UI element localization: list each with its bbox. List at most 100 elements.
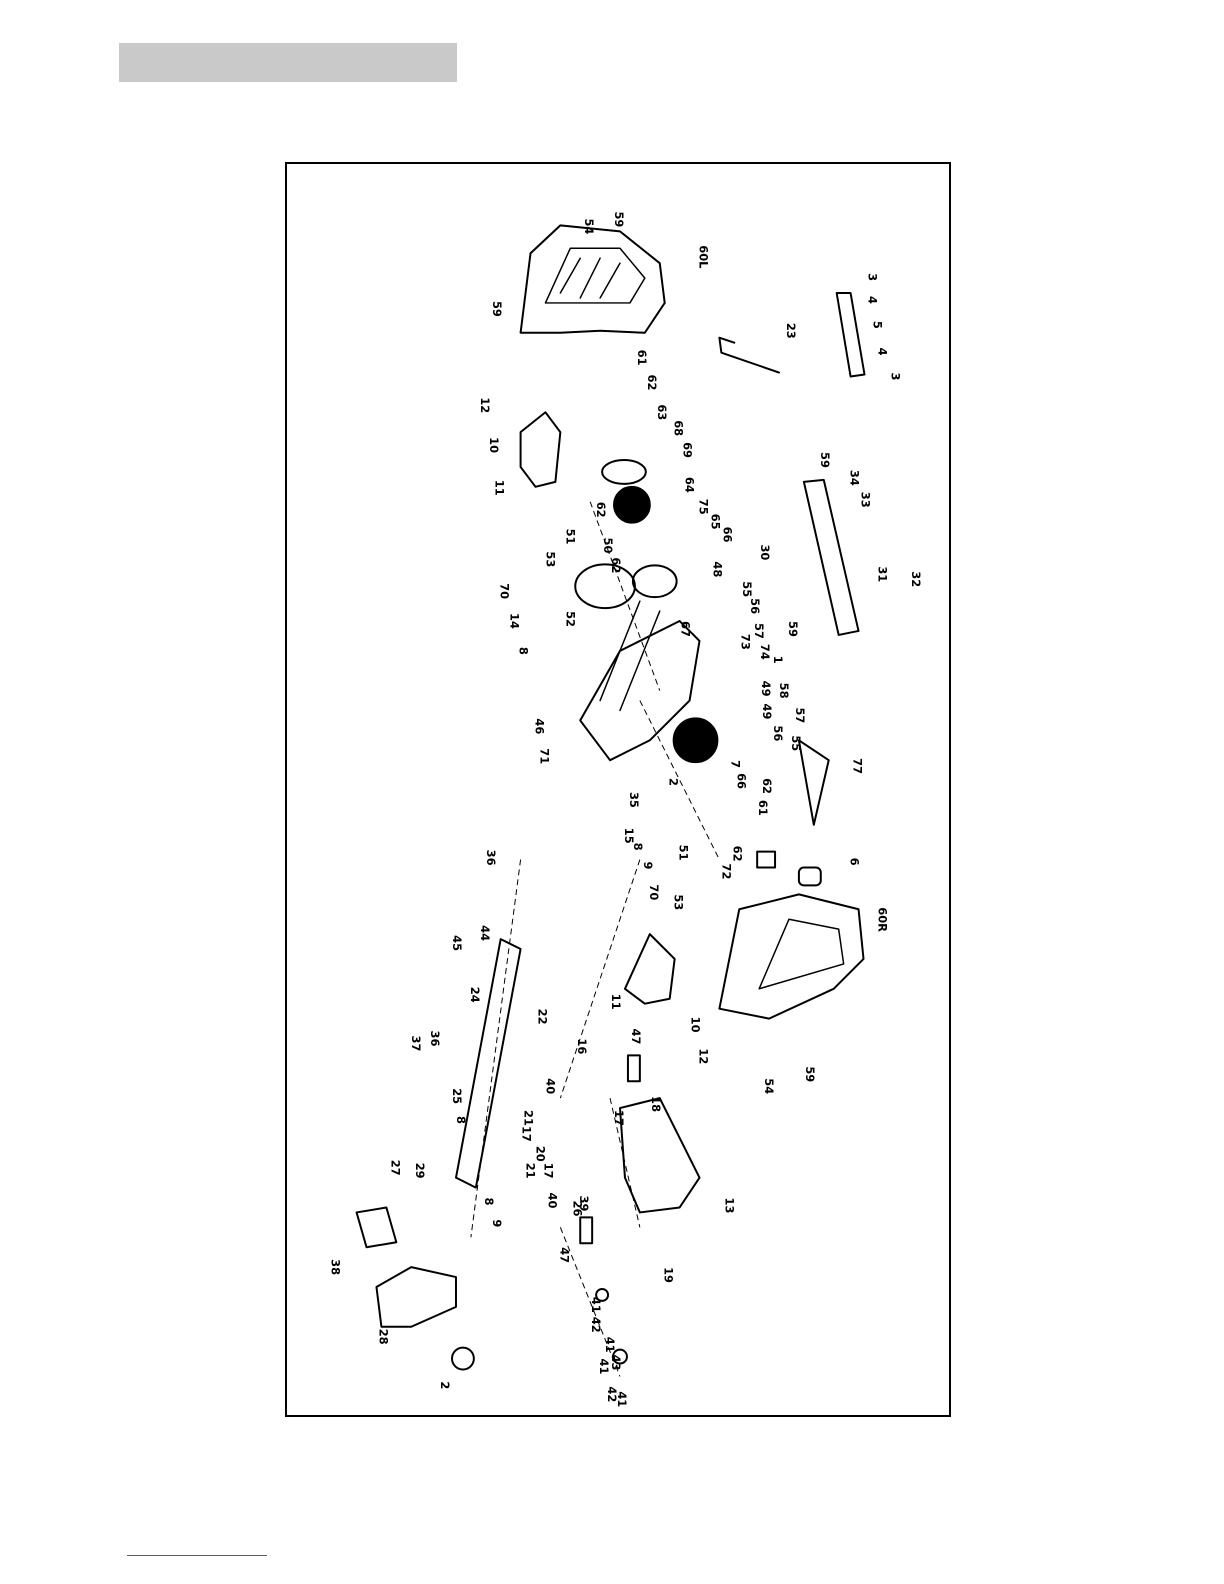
part-callout-43: 43	[609, 1355, 623, 1371]
handlebar-tube	[835, 292, 866, 378]
part-callout-30: 30	[758, 544, 772, 560]
part-callout-51: 51	[563, 529, 577, 545]
part-callout-67: 67	[679, 621, 693, 637]
pedal-11-upper	[519, 411, 562, 488]
wheel-48	[631, 564, 678, 599]
part-callout-26: 26	[570, 1201, 584, 1217]
part-callout-51: 51	[677, 845, 691, 861]
pedal-11-lower	[623, 933, 676, 1005]
part-callout-53: 53	[543, 551, 557, 567]
part-callout-12: 12	[478, 397, 492, 413]
part-callout-71: 71	[537, 748, 551, 764]
flywheel-64	[613, 485, 651, 524]
part-callout-14: 14	[508, 613, 522, 629]
part-callout-8: 8	[482, 1198, 496, 1206]
part-callout-38: 38	[329, 1259, 343, 1275]
left-cover-60l	[519, 224, 666, 334]
part-callout-17: 17	[520, 1126, 534, 1142]
pulley-69	[601, 458, 647, 485]
part-callout-70: 70	[498, 583, 512, 599]
part-callout-15: 15	[622, 828, 636, 844]
part-callout-2: 2	[667, 778, 681, 786]
part-callout-46: 46	[532, 718, 546, 734]
part-callout-25: 25	[450, 1088, 464, 1104]
part-callout-42: 42	[589, 1317, 603, 1333]
part-callout-34: 34	[848, 470, 862, 486]
part-callout-74: 74	[758, 644, 772, 660]
part-callout-24: 24	[468, 987, 482, 1003]
foot-38	[355, 1206, 398, 1249]
part-callout-11: 11	[493, 480, 507, 496]
seat-13	[618, 1097, 701, 1214]
part-callout-37: 37	[409, 1036, 423, 1052]
part-callout-16: 16	[575, 1038, 589, 1054]
part-callout-65: 65	[708, 514, 722, 530]
part-callout-27: 27	[388, 1160, 402, 1176]
part-callout-62: 62	[594, 502, 608, 518]
part-callout-33: 33	[859, 492, 873, 508]
part-callout-22: 22	[535, 1009, 549, 1025]
part-callout-11: 11	[609, 994, 623, 1010]
right-cover-60r	[718, 893, 865, 1020]
part-callout-59: 59	[803, 1066, 817, 1082]
part-callout-2: 2	[438, 1381, 452, 1389]
part-callout-21: 21	[522, 1110, 536, 1126]
part-callout-72: 72	[719, 864, 733, 880]
part-callout-59: 59	[612, 211, 626, 227]
part-callout-61: 61	[635, 350, 649, 366]
part-callout-13: 13	[722, 1198, 736, 1214]
part-callout-40: 40	[543, 1078, 557, 1094]
part-callout-8: 8	[454, 1116, 468, 1124]
header-bar	[119, 43, 457, 82]
part-callout-77: 77	[851, 758, 865, 774]
part-callout-9: 9	[641, 862, 655, 870]
part-callout-47: 47	[629, 1029, 643, 1045]
part-callout-54: 54	[582, 218, 596, 234]
part-callout-6: 6	[848, 858, 862, 866]
belt-wheel-52	[574, 563, 636, 610]
main-frame	[579, 620, 701, 762]
part-callout-28: 28	[376, 1329, 390, 1345]
part-callout-48: 48	[710, 561, 724, 577]
part-callout-36: 36	[428, 1031, 442, 1047]
part-callout-8: 8	[517, 647, 531, 655]
part-callout-44: 44	[478, 925, 492, 941]
part-callout-54: 54	[762, 1078, 776, 1094]
foot-cap-2	[451, 1346, 475, 1371]
part-callout-55: 55	[740, 581, 754, 597]
part-callout-41: 41	[603, 1337, 617, 1353]
rear-stabilizer-28	[375, 1266, 457, 1328]
part-callout-66: 66	[734, 773, 748, 789]
part-callout-59: 59	[490, 301, 504, 317]
seat-post-rod-23	[718, 336, 781, 374]
part-callout-17: 17	[612, 1110, 626, 1126]
part-callout-64: 64	[683, 477, 697, 493]
part-callout-3: 3	[865, 273, 879, 281]
part-callout-49: 49	[759, 681, 773, 697]
part-callout-62: 62	[730, 846, 744, 862]
part-callout-62: 62	[645, 375, 659, 391]
part-callout-3: 3	[888, 373, 902, 381]
part-callout-19: 19	[662, 1267, 676, 1283]
part-callout-42: 42	[605, 1386, 619, 1402]
part-callout-73: 73	[738, 634, 752, 650]
part-callout-60R: 60R	[875, 907, 889, 932]
part-callout-62: 62	[609, 557, 623, 573]
part-callout-17: 17	[541, 1163, 555, 1179]
part-callout-60L: 60L	[697, 245, 711, 268]
part-callout-63: 63	[655, 404, 669, 420]
part-callout-57: 57	[752, 623, 766, 639]
part-callout-57: 57	[793, 707, 807, 723]
part-callout-41: 41	[597, 1359, 611, 1375]
part-callout-18: 18	[649, 1096, 663, 1112]
part-callout-52: 52	[563, 611, 577, 627]
part-callout-47: 47	[557, 1247, 571, 1263]
part-callout-1: 1	[771, 656, 785, 664]
part-callout-41: 41	[615, 1391, 629, 1407]
part-callout-31: 31	[875, 566, 889, 582]
part-callout-21: 21	[524, 1163, 538, 1179]
part-callout-8: 8	[631, 843, 645, 851]
part-callout-66: 66	[720, 527, 734, 543]
